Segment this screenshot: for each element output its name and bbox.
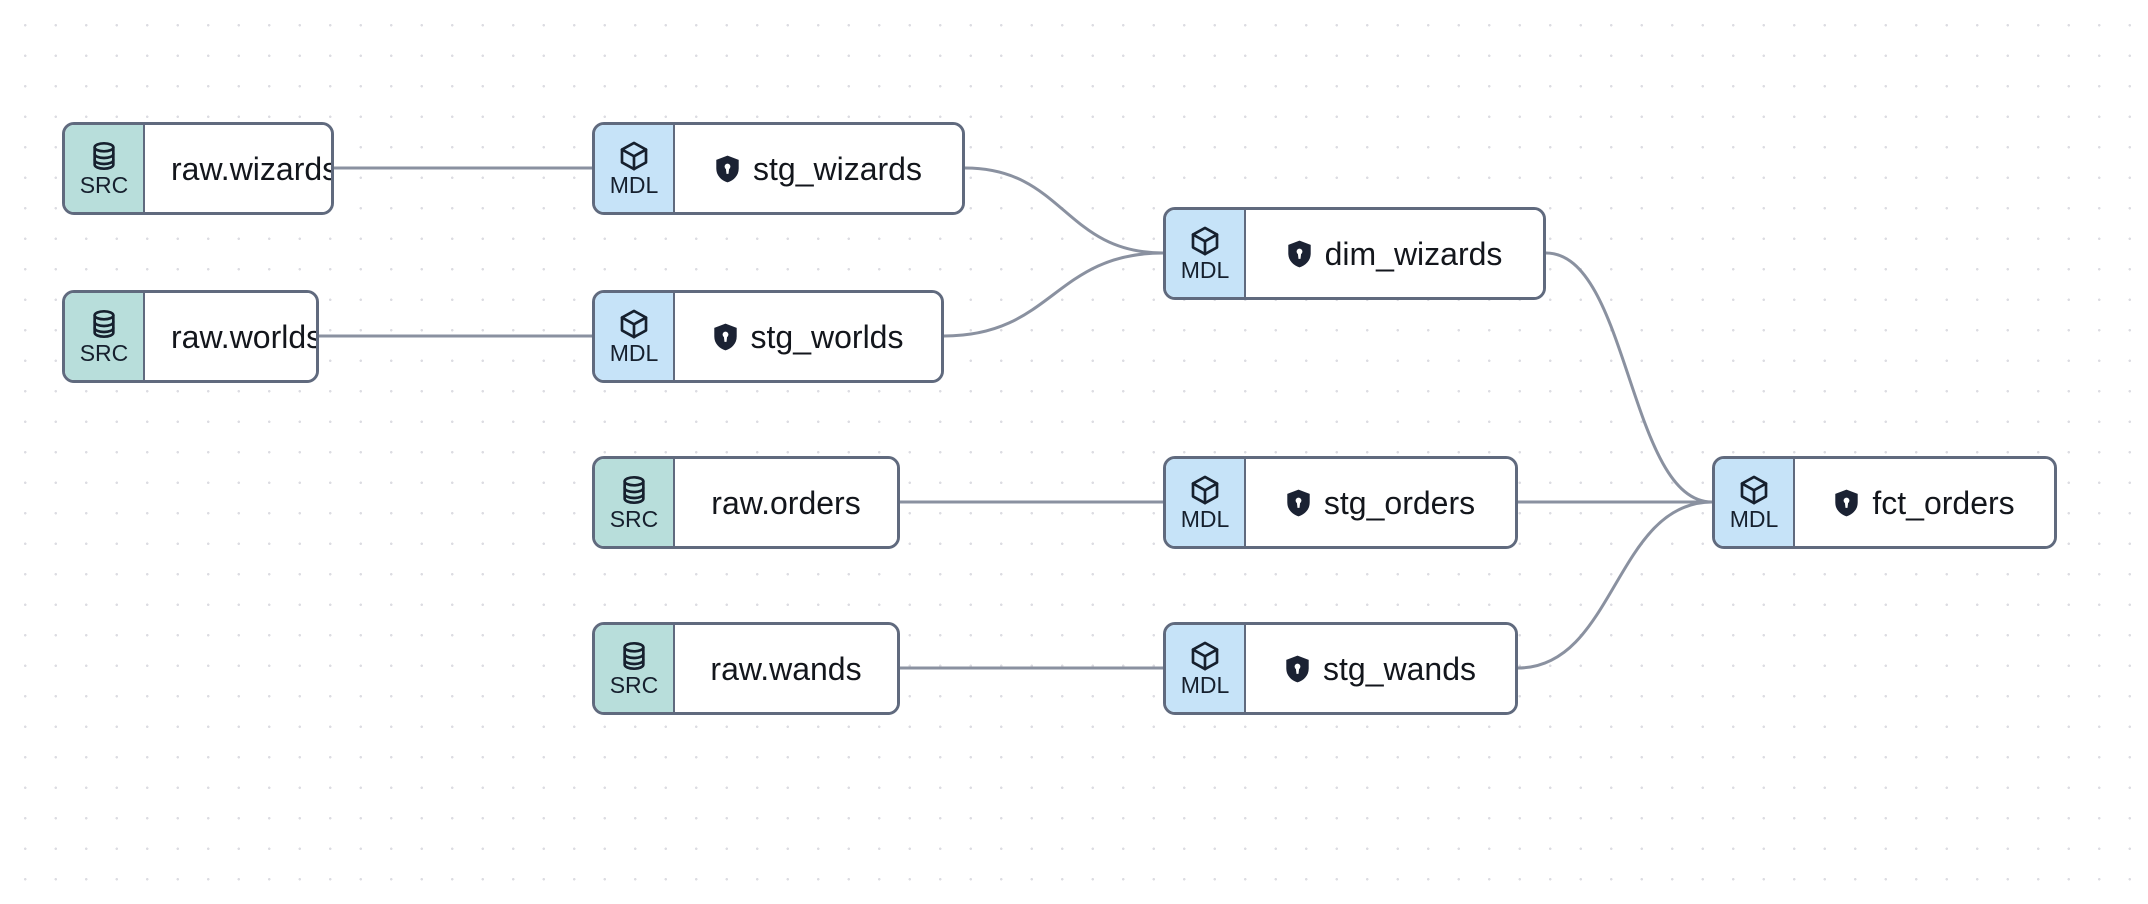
node-body: stg_orders <box>1246 459 1515 546</box>
node-body: dim_wizards <box>1246 210 1543 297</box>
lineage-edge <box>963 166 1165 255</box>
node-label: stg_wands <box>1323 650 1476 687</box>
node-type-label: SRC <box>79 340 129 366</box>
node-label: dim_wizards <box>1324 235 1503 272</box>
cube-icon <box>620 309 648 339</box>
cube-icon <box>1191 475 1219 505</box>
node-body: stg_wizards <box>675 125 962 212</box>
node-type-badge-src: SRC <box>595 459 675 546</box>
lineage-node-fct_orders[interactable]: MDL fct_orders <box>1712 456 2057 549</box>
node-type-label: MDL <box>1729 506 1779 532</box>
node-label: stg_orders <box>1323 484 1476 521</box>
database-icon <box>93 310 115 338</box>
node-type-label: SRC <box>79 172 129 198</box>
node-type-badge-src: SRC <box>595 625 675 712</box>
node-label: raw.orders <box>711 484 861 521</box>
shield-lock-icon <box>1286 655 1309 682</box>
node-type-badge-mdl: MDL <box>1166 625 1246 712</box>
node-body: raw.wands <box>675 625 897 712</box>
node-body: fct_orders <box>1795 459 2054 546</box>
node-type-label: MDL <box>1180 672 1230 698</box>
lineage-node-stg_orders[interactable]: MDL stg_orders <box>1163 456 1518 549</box>
node-type-label: SRC <box>609 672 659 698</box>
lineage-node-raw_wands[interactable]: SRC raw.wands <box>592 622 900 715</box>
node-body: stg_wands <box>1246 625 1515 712</box>
node-type-badge-mdl: MDL <box>595 293 675 380</box>
lineage-node-stg_wizards[interactable]: MDL stg_wizards <box>592 122 965 215</box>
node-type-badge-src: SRC <box>65 293 145 380</box>
database-icon <box>623 476 645 504</box>
database-icon <box>623 642 645 670</box>
node-label: raw.wizards <box>171 150 334 187</box>
node-type-badge-mdl: MDL <box>1166 210 1246 297</box>
cube-icon <box>1191 226 1219 256</box>
lineage-edge <box>1516 500 1714 670</box>
node-type-label: MDL <box>609 340 659 366</box>
cube-icon <box>1191 641 1219 671</box>
node-type-label: MDL <box>1180 257 1230 283</box>
shield-lock-icon <box>713 323 737 350</box>
lineage-node-dim_wizards[interactable]: MDL dim_wizards <box>1163 207 1546 300</box>
shield-lock-icon <box>1835 489 1859 516</box>
node-label: stg_worlds <box>750 318 904 355</box>
node-type-badge-mdl: MDL <box>595 125 675 212</box>
node-type-badge-mdl: MDL <box>1715 459 1795 546</box>
shield-lock-icon <box>1287 489 1310 516</box>
node-type-label: MDL <box>1180 506 1230 532</box>
node-label: stg_wizards <box>753 150 922 187</box>
node-label: raw.wands <box>710 650 862 687</box>
cube-icon <box>620 141 648 171</box>
node-label: raw.worlds <box>171 318 319 355</box>
lineage-node-stg_wands[interactable]: MDL stg_wands <box>1163 622 1518 715</box>
lineage-node-raw_orders[interactable]: SRC raw.orders <box>592 456 900 549</box>
shield-lock-icon <box>716 155 739 182</box>
lineage-node-stg_worlds[interactable]: MDL stg_worlds <box>592 290 944 383</box>
node-type-label: MDL <box>609 172 659 198</box>
node-body: stg_worlds <box>675 293 941 380</box>
lineage-edge <box>942 251 1165 338</box>
node-type-badge-src: SRC <box>65 125 145 212</box>
node-type-badge-mdl: MDL <box>1166 459 1246 546</box>
lineage-node-raw_worlds[interactable]: SRC raw.worlds <box>62 290 319 383</box>
node-body: raw.orders <box>675 459 897 546</box>
database-icon <box>93 142 115 170</box>
shield-lock-icon <box>1287 240 1311 267</box>
node-label: fct_orders <box>1872 484 2015 521</box>
node-body: raw.wizards <box>145 125 334 212</box>
node-body: raw.worlds <box>145 293 319 380</box>
lineage-edge <box>1544 251 1714 504</box>
node-type-label: SRC <box>609 506 659 532</box>
lineage-node-raw_wizards[interactable]: SRC raw.wizards <box>62 122 334 215</box>
cube-icon <box>1740 475 1768 505</box>
